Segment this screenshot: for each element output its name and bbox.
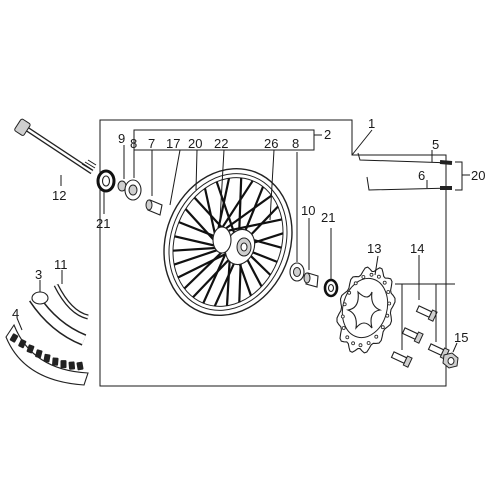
callout-21-right: 21 — [321, 210, 335, 225]
bearing-part-8-right — [289, 262, 305, 282]
callout-labels: 1 2 3 4 5 6 7 8 8 9 10 11 12 13 14 15 17… — [12, 116, 485, 345]
seal-part-21-right — [323, 278, 339, 298]
inner-tube-part-3 — [29, 291, 87, 346]
bearing-part-8-left — [124, 179, 142, 201]
callout-2: 2 — [324, 127, 331, 142]
callout-15: 15 — [454, 330, 468, 345]
callout-3: 3 — [35, 267, 42, 282]
callout-1: 1 — [368, 116, 375, 131]
seal-part-21-left — [96, 169, 116, 193]
callout-8-right: 8 — [292, 136, 299, 151]
callout-9: 9 — [118, 131, 125, 146]
callout-5: 5 — [432, 137, 439, 152]
tire-part-4 — [5, 323, 89, 386]
brake-disc-part-13 — [336, 266, 396, 354]
callout-13: 13 — [367, 241, 381, 256]
callout-7: 7 — [148, 136, 155, 151]
spoke-part-6 — [366, 176, 453, 191]
wheel-hub-part-22 — [212, 226, 256, 266]
bolts-part-14 — [390, 305, 450, 368]
callout-26: 26 — [264, 136, 278, 151]
callout-14: 14 — [410, 241, 424, 256]
callout-22: 22 — [214, 136, 228, 151]
leader-lines — [16, 129, 470, 353]
callout-17: 17 — [166, 136, 180, 151]
spoke-part-5 — [357, 152, 453, 165]
callout-4: 4 — [12, 306, 19, 321]
axle-part-12 — [14, 118, 97, 175]
callout-8-left: 8 — [130, 136, 137, 151]
callout-12: 12 — [52, 188, 66, 203]
callout-20-right: 20 — [471, 168, 485, 183]
callout-6: 6 — [418, 168, 425, 183]
assembly-frame — [99, 119, 447, 387]
callout-10: 10 — [301, 203, 315, 218]
axle-nut-part-15 — [442, 352, 459, 369]
spacer-part-10 — [303, 272, 319, 288]
rim-band-part-11 — [53, 283, 89, 320]
spacer-part-7 — [145, 199, 163, 216]
callout-11: 11 — [54, 257, 68, 272]
callout-21-left: 21 — [96, 216, 110, 231]
callout-20-top: 20 — [188, 136, 202, 151]
